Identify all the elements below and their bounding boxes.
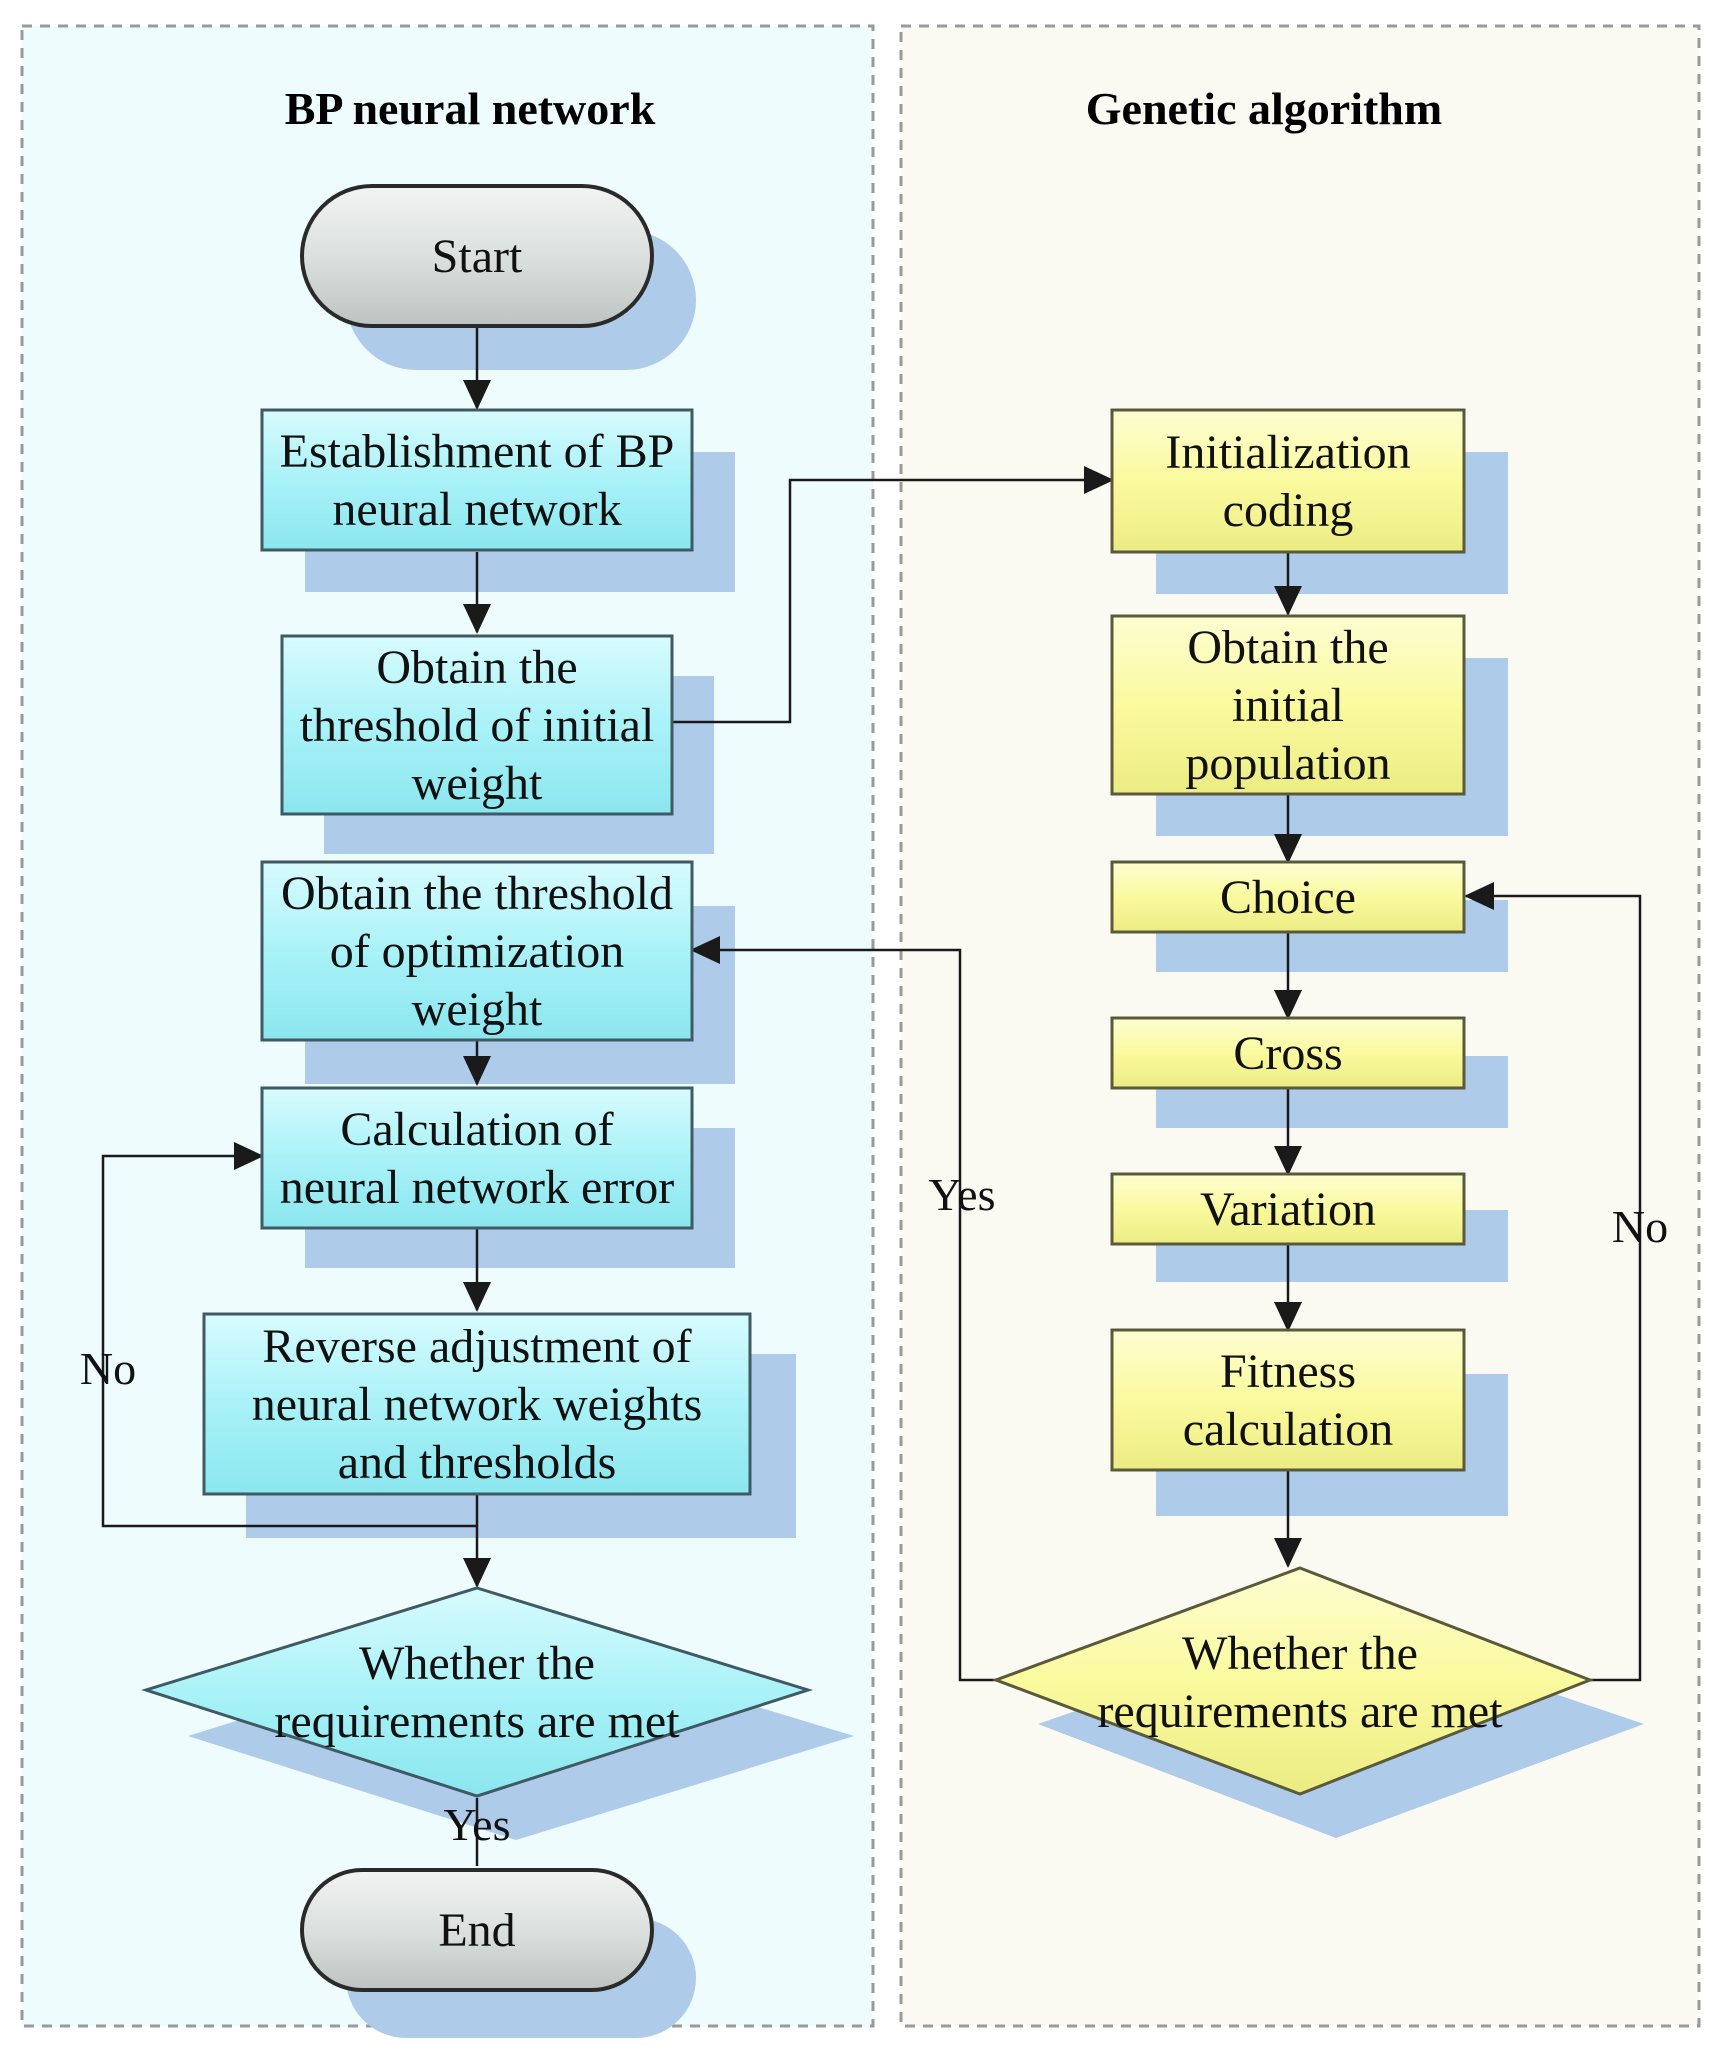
ga-decision-diamond (991, 1566, 1595, 1796)
start-label: Start (432, 230, 523, 283)
ga-no-label: No (1612, 1201, 1668, 1252)
edge-init-threshold-to-ga (670, 466, 1114, 724)
opt-threshold-box (260, 860, 694, 1042)
fitness-box (1110, 1328, 1466, 1472)
end-terminal (300, 1868, 654, 1992)
label-line: neural network weights (252, 1378, 703, 1431)
cross-label: Cross (1233, 1027, 1342, 1080)
label-line: threshold of initial (300, 699, 655, 752)
label-line: Whether the (1182, 1627, 1418, 1680)
node-end: End (300, 1868, 654, 1992)
label-line: coding (1223, 484, 1354, 537)
label-line: Variation (1200, 1183, 1376, 1236)
label-line: End (438, 1904, 515, 1957)
edge-ga-no-loop (1464, 882, 1642, 1682)
label-line: Initialization (1165, 426, 1410, 479)
end-label: End (438, 1904, 515, 1957)
cross-box (1110, 1016, 1466, 1090)
init-threshold-box (280, 634, 674, 816)
label-line: neural network (332, 483, 621, 536)
node-variation: Variation (1110, 1172, 1466, 1246)
label-line: and thresholds (338, 1436, 617, 1489)
label-line: population (1185, 737, 1390, 790)
label-line: weight (412, 757, 543, 810)
label-line: Start (432, 230, 523, 283)
label-line: weight (412, 983, 543, 1036)
start-terminal (300, 184, 654, 328)
label-line: of optimization (330, 925, 625, 978)
label-line: calculation (1183, 1403, 1394, 1456)
label-line: Fitness (1220, 1345, 1356, 1398)
lane-bp-title: BP neural network (285, 83, 656, 134)
bp-yes-label: Yes (444, 1799, 511, 1850)
edge-ga-yes-loop (690, 936, 1000, 1682)
ga-yes-label: Yes (929, 1169, 996, 1220)
label-line: Calculation of (340, 1103, 613, 1156)
choice-label: Choice (1220, 871, 1356, 924)
establish-box (260, 408, 694, 552)
label-line: initial (1232, 679, 1344, 732)
edge-bp-no-loop (101, 1142, 477, 1528)
variation-box (1110, 1172, 1466, 1246)
bp-decision-diamond (140, 1586, 814, 1798)
choice-box (1110, 860, 1466, 934)
label-line: Choice (1220, 871, 1356, 924)
node-start: Start (300, 184, 654, 328)
label-line: Establishment of BP (280, 425, 675, 478)
bp-no-label: No (80, 1343, 136, 1394)
reverse-box (202, 1312, 752, 1496)
variation-label: Variation (1200, 1183, 1376, 1236)
label-line: neural network error (280, 1161, 674, 1214)
connectors (101, 324, 1642, 1866)
label-line: Obtain the (1187, 621, 1388, 674)
label-line: Reverse adjustment of (262, 1320, 691, 1373)
label-line: requirements are met (274, 1695, 680, 1748)
lane-ga-title: Genetic algorithm (1086, 83, 1442, 134)
label-line: requirements are met (1097, 1685, 1503, 1738)
label-line: Cross (1233, 1027, 1342, 1080)
node-cross: Cross (1110, 1016, 1466, 1090)
label-line: Obtain the (376, 641, 577, 694)
init-coding-box (1110, 408, 1466, 554)
init-population-box (1110, 614, 1466, 796)
edge-labels: No Yes Yes No (80, 1169, 1668, 1850)
label-line: Obtain the threshold (281, 867, 673, 920)
node-choice: Choice (1110, 860, 1466, 934)
calc-error-box (260, 1086, 694, 1230)
label-line: Whether the (359, 1637, 595, 1690)
